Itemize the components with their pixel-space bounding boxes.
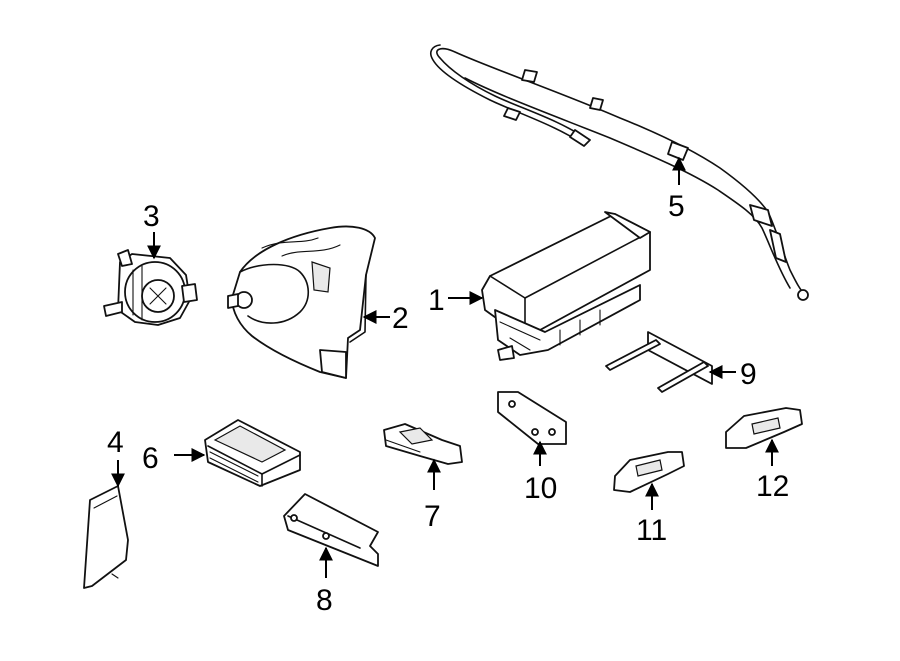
part-9-mounting-bracket bbox=[605, 331, 713, 393]
part-6-control-module bbox=[204, 419, 301, 487]
part-2-driver-airbag bbox=[227, 225, 376, 379]
callout-7: 7 bbox=[424, 500, 441, 533]
callout-2: 2 bbox=[392, 302, 409, 335]
part-11-side-sensor bbox=[613, 451, 685, 493]
part-10-mounting-plate bbox=[497, 391, 567, 445]
callout-6: 6 bbox=[142, 442, 159, 475]
part-4-cover-panel bbox=[83, 485, 129, 589]
leader-lines bbox=[111, 156, 779, 578]
callout-5: 5 bbox=[668, 190, 685, 223]
callout-11: 11 bbox=[636, 514, 667, 547]
callout-12: 12 bbox=[756, 470, 789, 503]
part-3-clock-spring bbox=[103, 249, 198, 326]
callout-9: 9 bbox=[740, 358, 757, 391]
callout-1: 1 bbox=[428, 284, 445, 317]
part-1-passenger-airbag bbox=[481, 211, 651, 361]
callout-10: 10 bbox=[524, 472, 557, 505]
part-7-impact-sensor bbox=[383, 423, 463, 465]
callout-4: 4 bbox=[107, 426, 124, 459]
part-8-sensor-bracket bbox=[283, 493, 379, 567]
part-12-side-sensor bbox=[725, 407, 803, 449]
callout-8: 8 bbox=[316, 584, 333, 617]
callout-3: 3 bbox=[143, 200, 160, 233]
part-5-curtain-airbag bbox=[430, 44, 809, 301]
